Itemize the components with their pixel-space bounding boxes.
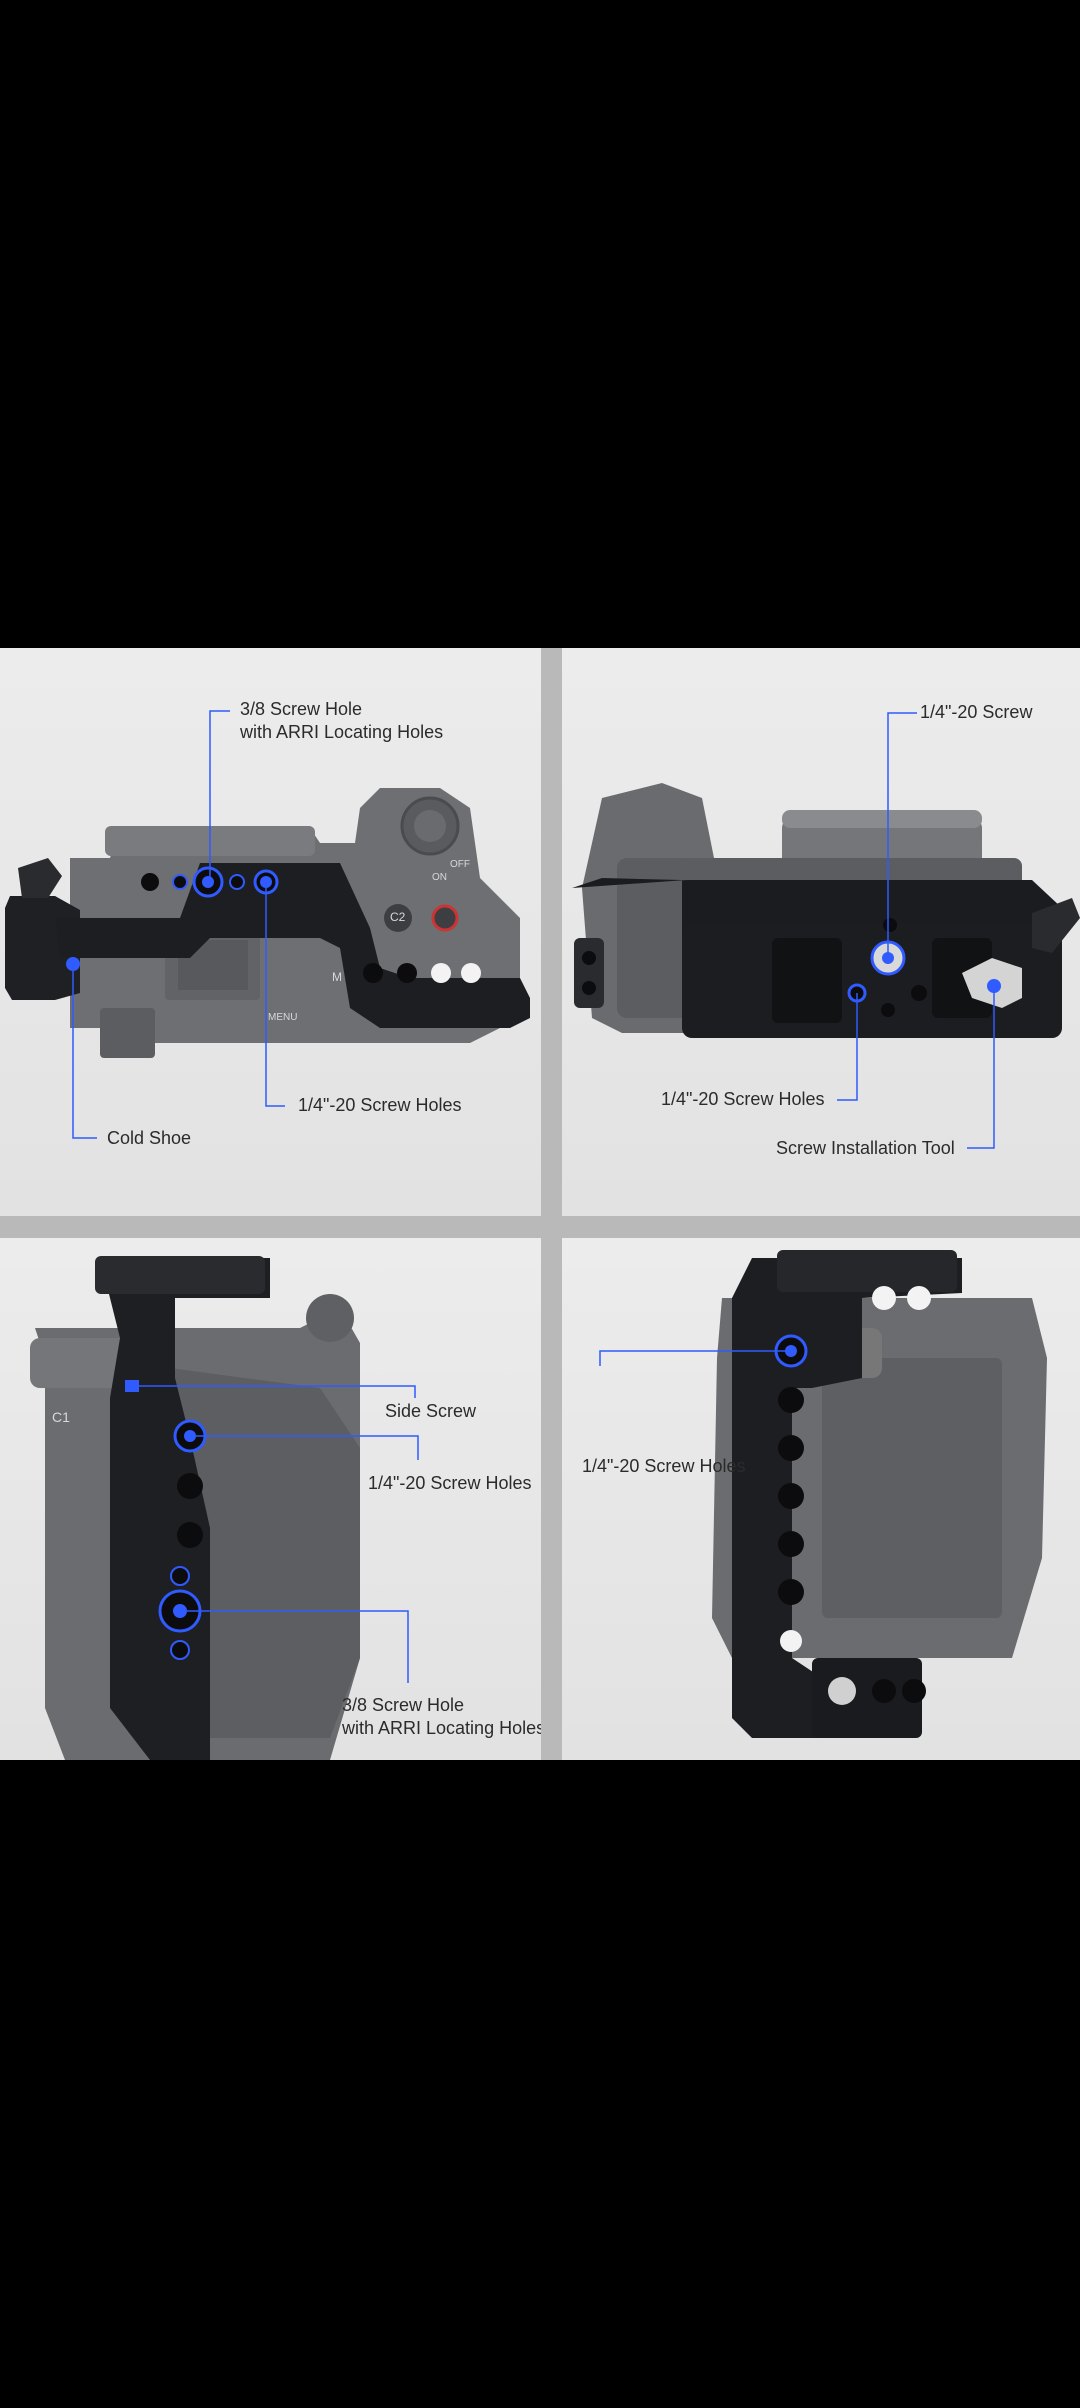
dial-label-off: OFF [450,859,470,870]
side-screw-label: Side Screw [385,1401,477,1421]
arri-hole-label: 3/8 Screw Hole with ARRI Locating Holes [342,1694,541,1740]
screw-installation-tool-label: Screw Installation Tool [776,1138,955,1158]
dial-label-m: M [332,970,342,984]
product-image-collage: OFF ON C2 M MENU 3/8 Screw Hole with ARR… [0,648,1080,1760]
dial-label-menu: MENU [268,1012,298,1023]
screw-holes-label: 1/4"-20 Screw Holes [368,1473,532,1493]
screw-label: 1/4"-20 Screw [920,702,1033,722]
button-label-c1: C1 [52,1409,70,1425]
arri-hole-label-line2: with ARRI Locating Holes [240,722,444,742]
screw-holes-label: 1/4"-20 Screw Holes [661,1089,825,1109]
panel-bottom-view: 1/4"-20 Screw 1/4"-20 Screw Holes Screw … [562,648,1080,1216]
arri-hole-label-line2: with ARRI Locating Holes [342,1718,541,1738]
bottom-view-illustration [572,712,1080,1149]
arri-hole-label-line1: 3/8 Screw Hole [342,1695,465,1715]
screw-holes-label: 1/4"-20 Screw Holes [582,1456,746,1476]
panel-back-view: 1/4"-20 Screw Holes [562,1238,1080,1760]
dial-label-on: ON [432,872,447,883]
back-view-illustration [599,1250,1047,1738]
panel-side-view: C1 Side Screw 1/4"-20 Screw Holes 3/8 Sc… [0,1238,541,1760]
screw-holes-label: 1/4"-20 Screw Holes [298,1095,462,1115]
arri-hole-label: 3/8 Screw Hole with ARRI Locating Holes [240,698,443,744]
arri-hole-label-line1: 3/8 Screw Hole [240,699,363,719]
panel-top-view: OFF ON C2 M MENU 3/8 Screw Hole with ARR… [0,648,541,1216]
top-view-illustration [5,710,530,1139]
side-view-illustration [30,1256,419,1760]
dial-label-c2: C2 [390,910,406,924]
cold-shoe-label: Cold Shoe [107,1128,192,1148]
